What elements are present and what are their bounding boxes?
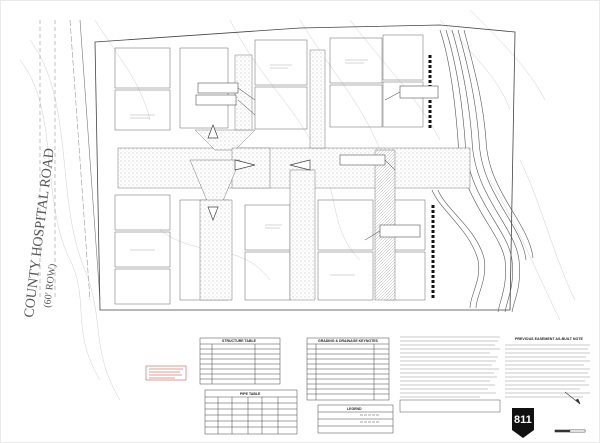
flow-arrows — [207, 124, 311, 221]
road-row: (60' ROW) — [42, 263, 58, 308]
red-note — [145, 365, 187, 381]
property-boundary — [94, 24, 516, 311]
easement-note-title: PREVIOUS EASEMENT AS-BUILT NOTE — [515, 337, 583, 341]
building-lots — [114, 34, 426, 305]
grading-keynotes-title: GRADING & DRAINAGE KEYNOTES — [318, 339, 379, 343]
pipe-table-title: PIPE TABLE — [240, 392, 261, 396]
county-road — [39, 19, 101, 301]
811-logo — [512, 408, 534, 438]
general-notes — [399, 336, 501, 413]
structure-table-title: STRUCTURE TABLE — [222, 339, 257, 343]
easement-note-text — [505, 344, 590, 398]
north-arrow — [554, 391, 586, 433]
legend-title: LEGEND — [347, 407, 362, 411]
structure-table — [199, 337, 281, 385]
callouts — [195, 82, 439, 241]
pipe-table — [204, 389, 298, 435]
access-drive — [431, 29, 534, 313]
lot-labels — [130, 59, 368, 276]
grading-keynotes-table — [306, 337, 390, 401]
legend-box — [317, 404, 394, 434]
811-logo-text: 811 — [514, 414, 532, 426]
